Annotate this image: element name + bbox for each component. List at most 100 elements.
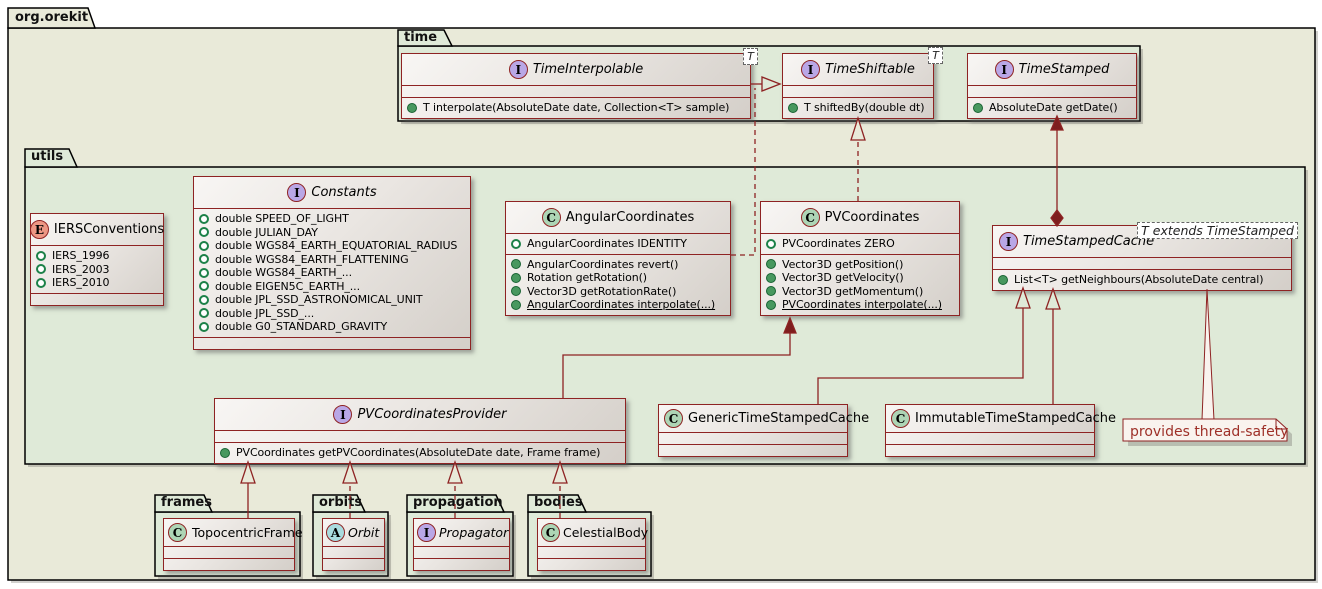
class-box-timestampedcache: I TimeStampedCache T extends TimeStamped… — [992, 222, 1298, 291]
class-title: E IERSConventions — [29, 214, 165, 245]
interface-icon: I — [287, 183, 307, 202]
field-member: double JPL_SSD_... — [199, 307, 465, 321]
member-text: PVCoordinates getPVCoordinates(AbsoluteD… — [236, 446, 601, 459]
member-text: IERS_1996 — [52, 249, 110, 262]
package-label-bodies: bodies — [534, 495, 583, 510]
field-visibility-icon — [36, 264, 46, 275]
class-name: PVCoordinates — [824, 210, 920, 225]
class-box-propagator: I Propagator — [413, 518, 510, 571]
method-visibility-icon — [998, 274, 1008, 285]
class-title: I Propagator — [414, 519, 509, 546]
fields-compartment — [659, 432, 847, 444]
class-name: CelestialBody — [563, 525, 649, 540]
field-member: double WGS84_EARTH_... — [199, 266, 465, 280]
method-member: Vector3D getRotationRate() — [511, 285, 725, 299]
fields-compartment — [402, 85, 750, 97]
interface-icon: I — [994, 60, 1014, 79]
class-title: I TimeShiftable T — [783, 47, 943, 85]
method-visibility-icon — [511, 286, 521, 297]
package-label-orekit: org.orekit — [15, 10, 89, 25]
class-box-orbit: A Orbit — [322, 518, 385, 571]
class-name: TopocentricFrame — [192, 525, 303, 540]
member-text: AngularCoordinates interpolate(...) — [527, 298, 716, 311]
class-title: I PVCoordinatesProvider — [215, 399, 625, 430]
class-name: IERSConventions — [53, 222, 165, 237]
method-member: T shiftedBy(double dt) — [788, 101, 928, 115]
class-name: TimeInterpolable — [532, 62, 644, 77]
method-visibility-icon — [511, 272, 521, 283]
package-label-frames: frames — [161, 495, 212, 510]
member-text: double G0_STANDARD_GRAVITY — [215, 320, 388, 333]
methods-compartment — [538, 558, 645, 570]
methods-compartment: T shiftedBy(double dt) — [783, 97, 933, 118]
interface-icon: I — [801, 60, 821, 79]
class-icon: C — [891, 409, 910, 428]
generic-type-badge: T — [928, 47, 943, 64]
member-text: double WGS84_EARTH_EQUATORIAL_RADIUS — [215, 239, 458, 252]
field-visibility-icon — [199, 213, 209, 224]
class-title: C PVCoordinates — [761, 202, 959, 233]
methods-compartment — [164, 558, 294, 570]
class-box-timeshiftable: I TimeShiftable T T shiftedBy(double dt) — [782, 47, 943, 119]
class-title: A Orbit — [323, 519, 384, 546]
class-name: Propagator — [439, 525, 509, 540]
edge-topocentricframe-extends-provider — [240, 459, 256, 518]
methods-compartment — [414, 558, 509, 570]
class-box-pvcoordinatesprovider: I PVCoordinatesProvider PVCoordinates ge… — [214, 398, 626, 464]
method-member: Rotation getRotation() — [511, 271, 725, 285]
class-box-timestamped: I TimeStamped AbsoluteDate getDate() — [967, 53, 1137, 119]
methods-compartment: List<T> getNeighbours(AbsoluteDate centr… — [993, 269, 1291, 290]
abstract-icon: A — [326, 523, 345, 542]
class-name: TimeStamped — [1018, 62, 1110, 77]
class-name: ImmutableTimeStampedCache — [915, 411, 1117, 426]
note-thread-safety: provides thread-safety — [1122, 288, 1292, 446]
edge-immutable-extends-timestampedcache — [1045, 287, 1061, 404]
method-visibility-icon — [511, 299, 521, 310]
field-member: double WGS84_EARTH_FLATTENING — [199, 253, 465, 267]
class-title: I TimeStamped — [968, 54, 1136, 85]
generic-type-badge: T extends TimeStamped — [1137, 222, 1298, 239]
edge-pvcoordinates-implements-timeshiftable — [850, 115, 866, 201]
method-visibility-icon — [766, 299, 776, 310]
fields-compartment — [968, 85, 1136, 97]
methods-compartment — [31, 292, 163, 305]
field-visibility-icon — [199, 254, 209, 265]
class-icon: C — [541, 208, 561, 227]
member-text: double EIGEN5C_EARTH_... — [215, 279, 360, 293]
field-member: double G0_STANDARD_GRAVITY — [199, 320, 465, 334]
note-fold-icon — [1275, 419, 1287, 430]
class-box-celestialbody: C CelestialBody — [537, 518, 649, 571]
interface-icon: I — [333, 405, 353, 424]
member-text: PVCoordinates interpolate(...) — [782, 298, 942, 311]
class-title: C TopocentricFrame — [164, 519, 303, 546]
fields-compartment — [414, 546, 509, 558]
method-visibility-icon — [407, 102, 417, 113]
member-text: Vector3D getMomentum() — [782, 284, 924, 298]
class-title: C ImmutableTimeStampedCache — [886, 405, 1116, 432]
field-visibility-icon — [199, 281, 209, 292]
package-label-propagation: propagation — [413, 495, 503, 510]
note-body — [1122, 418, 1288, 442]
methods-compartment — [886, 444, 1094, 456]
class-icon: C — [541, 523, 560, 542]
fields-compartment: PVCoordinates ZERO — [761, 233, 959, 254]
method-visibility-icon — [766, 259, 776, 270]
field-visibility-icon — [199, 321, 209, 332]
class-title: I TimeInterpolable T — [402, 48, 758, 85]
class-box-generictimestampedcache: C GenericTimeStampedCache — [658, 404, 869, 457]
field-visibility-icon — [199, 240, 209, 251]
methods-compartment: AngularCoordinates revert()Rotation getR… — [506, 253, 730, 315]
field-visibility-icon — [766, 238, 776, 249]
member-text: AbsoluteDate getDate() — [989, 101, 1118, 114]
note-spike — [1201, 288, 1215, 421]
methods-compartment — [323, 558, 384, 570]
fields-compartment — [215, 430, 625, 442]
method-member: AbsoluteDate getDate() — [973, 101, 1131, 115]
member-text: T interpolate(AbsoluteDate date, Collect… — [423, 101, 730, 114]
method-member: Vector3D getVelocity() — [766, 271, 954, 285]
methods-compartment: AbsoluteDate getDate() — [968, 97, 1136, 118]
class-icon: C — [168, 523, 187, 542]
package-label-orbits: orbits — [319, 495, 363, 510]
fields-compartment — [164, 546, 294, 558]
